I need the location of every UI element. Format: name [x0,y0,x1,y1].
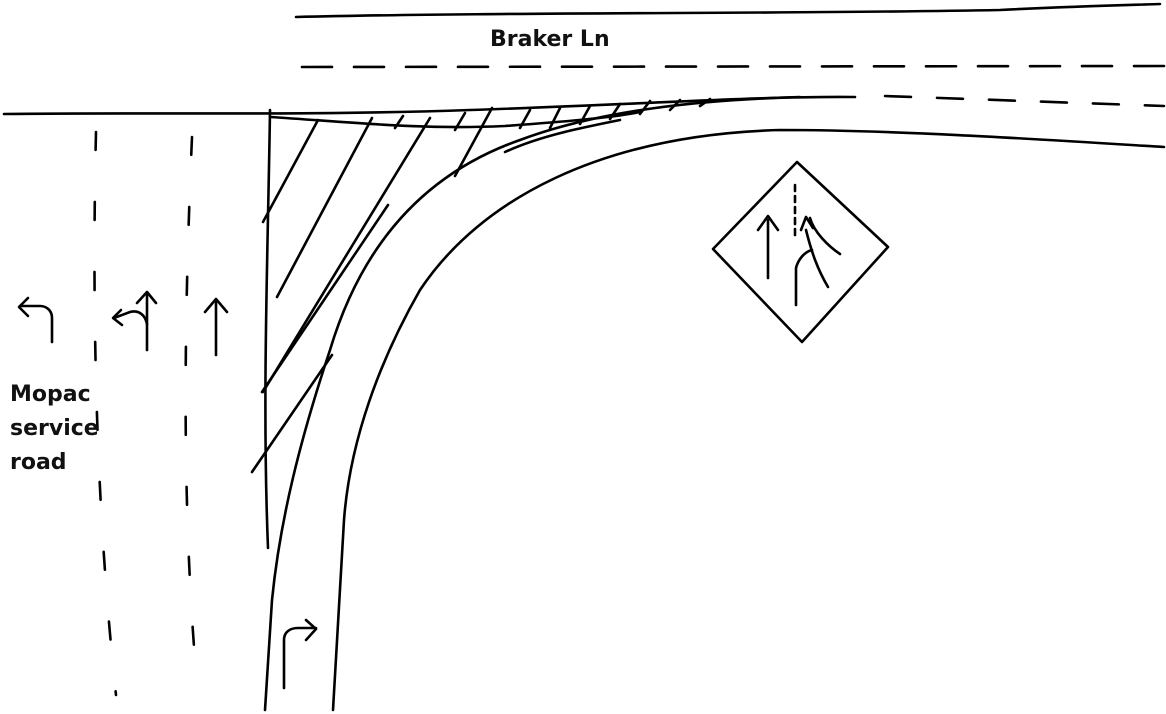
mopac-service-road-label: Mopac service road [10,378,99,480]
right-turn-arrow-icon [282,618,318,690]
hatched-island [250,97,712,474]
mopac-label-line-2: service [10,416,99,441]
left-turn-or-straight-arrow-icon [111,290,158,352]
straight-arrow-icon [203,297,229,357]
turn-lane-inner-edge [263,95,802,712]
merge-warning-sign-icon [711,160,890,344]
braker-ln-top-edge [294,2,1162,19]
mopac-right-edge [264,108,272,550]
mopac-label-line-1: Mopac [10,382,91,407]
mopac-lane-divider-2 [184,135,200,697]
braker-ln-lane-divider-2 [883,94,1166,108]
braker-ln-lane-divider [300,64,1166,69]
mopac-lane-divider-1 [93,130,118,697]
mopac-label-line-3: road [10,450,67,475]
left-turn-arrow-icon [17,296,54,344]
turn-lane-outer-edge [331,128,1166,712]
braker-ln-label: Braker Ln [490,27,610,52]
